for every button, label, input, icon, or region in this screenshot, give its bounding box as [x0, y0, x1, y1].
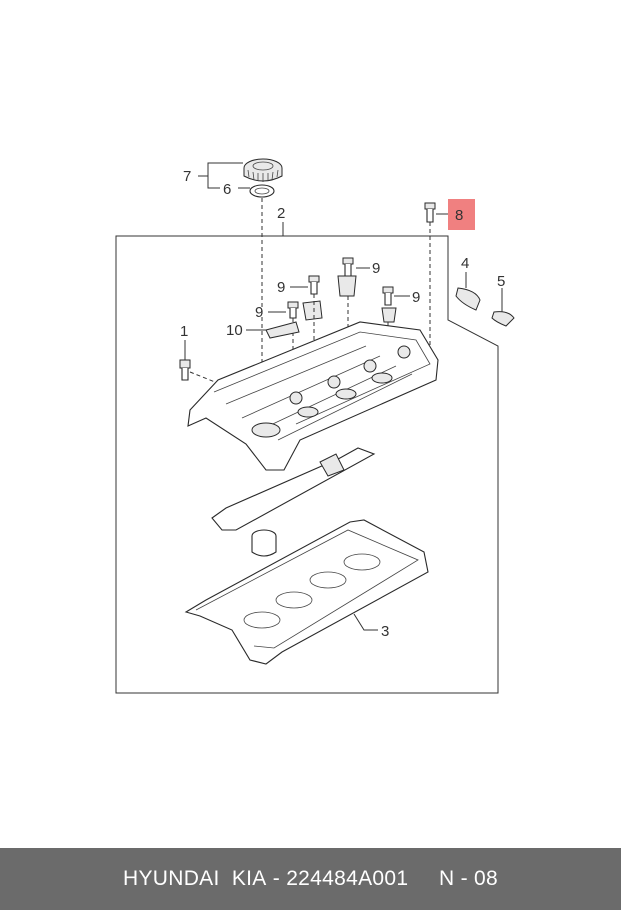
leader-3: [353, 613, 378, 631]
callout-1: 1: [180, 323, 188, 340]
callout-9-d: 9: [255, 304, 263, 321]
pcv-bolt: [179, 359, 191, 381]
bolt-9-a: [337, 257, 357, 297]
callout-7: 7: [183, 168, 191, 185]
callout-9-b: 9: [277, 279, 285, 296]
callout-5: 5: [497, 273, 505, 290]
callout-3: 3: [381, 623, 389, 640]
bolt-8: [424, 202, 436, 223]
callout-6: 6: [223, 181, 231, 198]
spark-plug-tube: [251, 529, 277, 557]
footer-ref: N - 08: [439, 867, 498, 890]
callout-9-a: 9: [372, 260, 380, 277]
callout-10: 10: [226, 322, 243, 339]
callout-9-c: 9: [412, 289, 420, 306]
part-5-seal: [491, 311, 515, 327]
highlight-part-8: [448, 199, 475, 230]
callout-4: 4: [461, 255, 469, 272]
exploded-parts-diagram: 7 6 2 8 4 5 9 9 9 9 10 1 3: [115, 158, 515, 694]
bolt-9-d: [287, 300, 323, 321]
footer-brand: HYUNDAI KIA: [122, 867, 267, 890]
cap-gasket: [249, 184, 275, 198]
footer-part-number: 224484A001: [286, 867, 409, 890]
assembly-frame: [115, 235, 499, 694]
part-4-seal: [455, 287, 481, 311]
footer-separator: -: [266, 867, 287, 890]
rocker-cover-gasket: [184, 519, 429, 665]
bolt-9-c: [381, 286, 397, 323]
part-number-footer: HYUNDAI KIA - 224484A001 N - 08: [0, 848, 621, 910]
leader-7: [198, 162, 243, 189]
leader-pcv: [189, 371, 221, 385]
oil-filler-cap: [243, 158, 283, 182]
bracket-10: [265, 321, 300, 339]
baffle-plate: [211, 447, 376, 531]
callout-8: 8: [455, 207, 463, 224]
callout-2: 2: [277, 205, 285, 222]
bolt-9-b: [308, 275, 320, 295]
cylinder-head-cover: [187, 321, 439, 471]
footer-gap: [408, 867, 439, 891]
